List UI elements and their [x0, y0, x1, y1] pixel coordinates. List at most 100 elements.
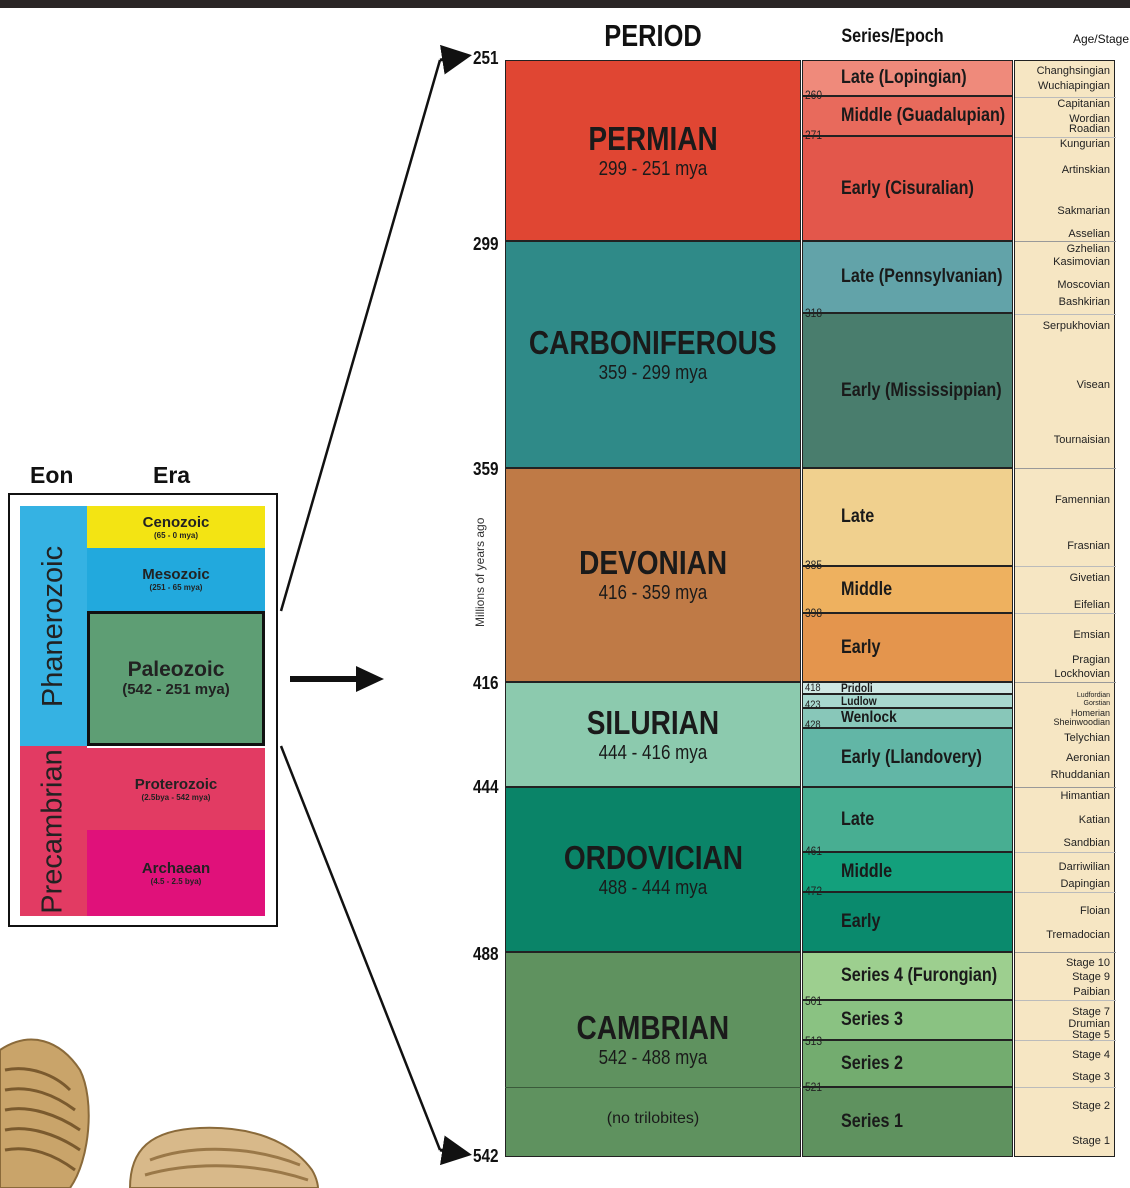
epoch-early-devonian: Early [802, 613, 1013, 682]
epoch-label: Series 4 (Furongian) [841, 965, 998, 986]
epoch-middle-guadalupian: Middle (Guadalupian) [802, 96, 1013, 136]
top-band [0, 0, 1130, 8]
epoch-label: Wenlock [841, 709, 897, 726]
stage-changhsingian: Changhsingian [1036, 65, 1110, 77]
epoch-label: Early (Mississippian) [841, 379, 1002, 401]
header-age-stage: Age/Stage [1072, 32, 1129, 46]
stage-darriwilian: Darriwilian [1058, 861, 1110, 873]
stage-moscovian: Moscovian [1057, 279, 1110, 291]
epoch-label: Late (Pennsylvanian) [841, 266, 1003, 287]
stage-drumian: Drumian [1068, 1018, 1110, 1030]
boundary-513: 513 [805, 1034, 823, 1048]
era-mesozoic-range: (251 - 65 mya) [149, 583, 203, 592]
stage-artinskian: Artinskian [1061, 164, 1110, 176]
period-cambrian: CAMBRIAN 542 - 488 mya [505, 952, 801, 1157]
era-mesozoic: Mesozoic (251 - 65 mya) [87, 548, 265, 611]
bottom-arrow [439, 1135, 472, 1166]
epoch-middle-ordovician: Middle [802, 852, 1013, 892]
eon-header: Eon [30, 462, 74, 488]
era-archaean-name: Archaean [141, 859, 211, 877]
era-paleozoic-name: Paleozoic [127, 657, 225, 681]
epoch-label: Pridoli [841, 681, 873, 695]
stage-tournaisian: Tournaisian [1053, 434, 1110, 446]
period-permian: PERMIAN 299 - 251 mya [505, 60, 801, 241]
stage-roadian: Roadian [1069, 123, 1110, 135]
age-stage-column: Changhsingian Wuchiapingian Capitanian W… [1014, 60, 1116, 1157]
epoch-late-devonian: Late [802, 468, 1013, 566]
era-archaean: Archaean (4.5 - 2.5 bya) [87, 830, 265, 916]
boundary-418: 418 [805, 682, 821, 694]
stage-gzhelian: Gzhelian [1066, 243, 1110, 255]
period-ordovician-name: ORDOVICIAN [563, 838, 743, 876]
eon-phanerozoic: Phanerozoic [20, 506, 87, 746]
stage-gorstian: Gorstian [1083, 700, 1110, 707]
stage-kungurian: Kungurian [1059, 138, 1110, 150]
stage-katian: Katian [1078, 814, 1110, 826]
tick-488: 488 [473, 944, 499, 964]
header-period: PERIOD [604, 18, 702, 53]
stage-lockhovian: Lockhovian [1054, 668, 1110, 680]
period-silurian: SILURIAN 444 - 416 mya [505, 682, 801, 787]
epoch-early-llandovery: Early (Llandovery) [802, 728, 1013, 787]
epoch-late-lopingian: Late (Lopingian) [802, 60, 1013, 96]
stage-pragian: Pragian [1072, 654, 1110, 666]
era-archaean-range: (4.5 - 2.5 bya) [150, 876, 202, 886]
epoch-early-ordovician: Early [802, 892, 1013, 952]
epoch-label: Late [841, 506, 875, 527]
tick-359: 359 [473, 459, 499, 479]
boundary-521: 521 [805, 1080, 823, 1094]
stage-himantian: Himantian [1060, 790, 1110, 802]
epoch-label: Early (Llandovery) [841, 746, 982, 768]
boundary-423: 423 [805, 699, 821, 711]
epoch-pridoli: Pridoli [802, 682, 1013, 694]
epoch-late-ordovician: Late [802, 787, 1013, 852]
epoch-early-cisuralian: Early (Cisuralian) [802, 136, 1013, 241]
stage-asselian: Asselian [1068, 228, 1110, 240]
epoch-label: Early (Cisuralian) [841, 177, 974, 199]
period-cambrian-range: 542 - 488 mya [598, 1046, 708, 1069]
period-carboniferous-range: 359 - 299 mya [598, 361, 708, 384]
stage-bashkirian: Bashkirian [1058, 296, 1110, 308]
epoch-wenlock: Wenlock [802, 708, 1013, 728]
cambrian-note: (no trilobites) [606, 1110, 700, 1127]
era-proterozoic: Proterozoic (2.5bya - 542 mya) [87, 748, 265, 830]
era-cenozoic-range: (65 - 0 mya) [153, 530, 199, 540]
period-ordovician: ORDOVICIAN 488 - 444 mya [505, 787, 801, 952]
eon-precambrian: Precambrian [20, 746, 87, 916]
stage-tremadocian: Tremadocian [1046, 929, 1110, 941]
stage-wordian: Wordian [1069, 113, 1110, 125]
boundary-472: 472 [805, 884, 823, 898]
epoch-label: Late (Lopingian) [841, 67, 967, 88]
cambrian-divider [505, 1087, 801, 1088]
era-proterozoic-name: Proterozoic [134, 775, 218, 793]
top-arrow [439, 44, 472, 75]
stage-rhuddanian: Rhuddanian [1050, 769, 1110, 781]
tick-416: 416 [473, 673, 499, 693]
tick-542: 542 [473, 1146, 499, 1166]
era-paleozoic: Paleozoic (542 - 251 mya) [87, 611, 265, 746]
stage-3: Stage 3 [1072, 1071, 1110, 1083]
stage-emsian: Emsian [1073, 629, 1110, 641]
stage-telychian: Telychian [1064, 732, 1110, 744]
epoch-label: Late [841, 808, 875, 830]
epoch-series-2: Series 2 [802, 1040, 1013, 1087]
bottom-connector-line [279, 745, 442, 1151]
stage-homerian: Homerian [1070, 708, 1110, 718]
period-silurian-range: 444 - 416 mya [598, 741, 708, 764]
geologic-timescale-chart: PERMIAN 299 - 251 mya CARBONIFEROUS 359 … [505, 60, 1013, 1157]
stage-paibian: Paibian [1073, 986, 1110, 998]
epoch-label: Early [841, 636, 881, 658]
middle-arrow-head [356, 666, 384, 692]
stage-visean: Visean [1076, 379, 1110, 391]
epoch-label: Early [841, 911, 881, 932]
stage-floian: Floian [1080, 905, 1110, 917]
epoch-series-4-furongian: Series 4 (Furongian) [802, 952, 1013, 1000]
period-carboniferous: CARBONIFEROUS 359 - 299 mya [505, 241, 801, 468]
boundary-385: 385 [805, 558, 823, 572]
stage-sakmarian: Sakmarian [1057, 205, 1110, 217]
stage-2: Stage 2 [1072, 1100, 1110, 1112]
header-series-epoch: Series/Epoch [841, 26, 944, 47]
stage-wuchiapingian: Wuchiapingian [1038, 80, 1110, 92]
period-devonian-name: DEVONIAN [578, 544, 728, 581]
